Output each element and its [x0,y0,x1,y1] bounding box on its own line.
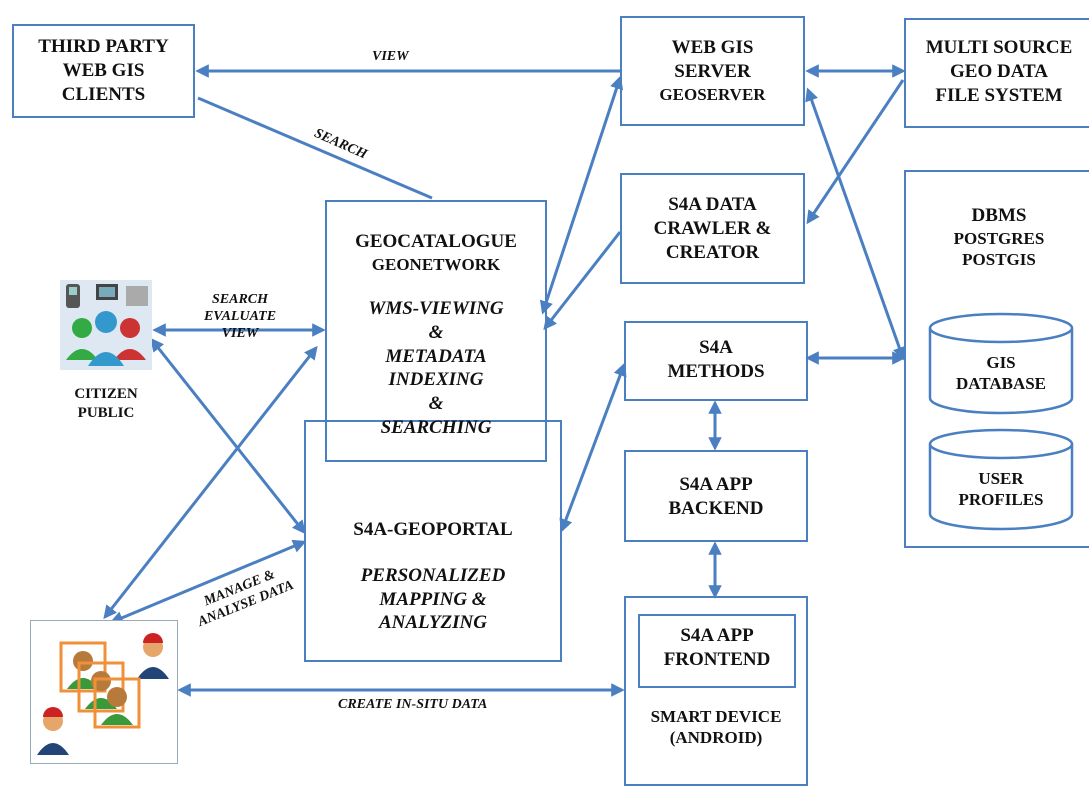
server-dbms-arrow [805,87,906,361]
gis-database-label: GIS DATABASE [955,353,1047,394]
third-party-clients-box [12,24,195,118]
experts-geoportal-arrow [109,539,307,625]
geoportal-label: S4A-GEOPORTAL PERSONALIZED MAPPING & ANA… [353,519,513,634]
view-edge-label: VIEW [372,49,409,64]
gis-database-cylinder [928,312,1074,415]
dbms-box [904,170,1089,548]
geoportal-box [304,420,562,662]
web-gis-server-label: WEB GIS SERVER GEOSERVER [659,37,766,104]
user-profiles-label: USER PROFILES [958,469,1044,510]
geoportal-methods-arrow [559,362,627,533]
web-gis-server-box [620,16,805,126]
crawler-label: S4A DATA CRAWLER & CREATOR [653,194,772,263]
search-line [197,96,433,200]
expert-users-icon [30,620,178,764]
backend-box [624,450,808,542]
multi-source-box [904,18,1089,128]
user-profiles-cylinder [928,428,1074,531]
create-in-situ-label: CREATE IN-SITU DATA [338,697,488,712]
citizen-public-label: CITIZEN PUBLIC [74,386,138,421]
geocatalogue-box [325,200,547,462]
methods-label: S4A METHODS [667,337,765,382]
frontend-label: S4A APP FRONTEND [663,625,771,670]
third-party-clients-label: THIRD PARTY WEB GIS CLIENTS [38,36,169,105]
dbms-label: DBMS POSTGRES POSTGIS [953,205,1045,269]
methods-box [624,321,808,401]
multi-source-label: MULTI SOURCE GEO DATA FILE SYSTEM [925,37,1073,106]
crawler-box [620,173,805,284]
citizen-geoportal-arrow [150,337,306,535]
search-evaluate-view-label: SEARCH EVALUATE VIEW [203,292,277,341]
smart-device-label: SMART DEVICE (ANDROID) [650,707,782,748]
crawler-catalogue-arrow [543,231,622,331]
multisource-crawler-arrow [806,79,905,225]
frontend-box [638,614,796,688]
backend-label: S4A APP BACKEND [668,474,764,519]
catalogue-server-arrow [539,75,624,315]
citizen-group-icon [60,280,152,370]
geocatalogue-label: GEOCATALOGUE GEONETWORK WMS-VIEWING & ME… [355,231,517,438]
